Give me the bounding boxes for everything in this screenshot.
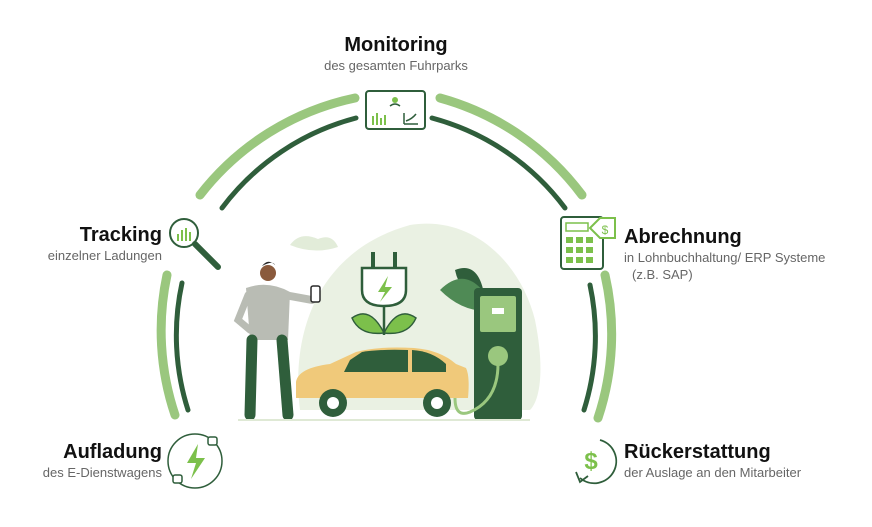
node-monitoring: Monitoring des gesamten Fuhrparks [296,33,496,74]
person-charging-electric-car [233,223,541,421]
svg-text:$: $ [602,223,609,237]
abrechnung-title: Abrechnung [624,226,742,248]
aufladung-title: Aufladung [63,441,162,463]
abrechnung-subtitle-line2: (z.B. SAP) [632,267,693,282]
tracking-subtitle: einzelner Ladungen [47,248,162,263]
node-tracking: Tracking einzelner Ladungen [10,223,162,264]
magnifier-chart-icon [169,218,221,270]
dollar-cycle-icon: $ [575,439,618,485]
abrechnung-subtitle-line1: in Lohnbuchhaltung/ ERP Systeme [624,250,826,265]
inner-arc [173,115,598,413]
charging-station [453,288,522,420]
electric-car [296,347,469,417]
node-abrechnung: Abrechnung in Lohnbuchhaltung/ ERP Syste… [624,225,869,283]
svg-text:$: $ [584,448,598,475]
aufladung-subtitle: des E-Dienstwagens [42,465,162,480]
outer-arc [156,93,617,423]
plug-leaf-icon [351,252,417,335]
person [233,261,321,421]
lightning-plug-icon [167,433,223,489]
monitoring-subtitle: des gesamten Fuhrparks [324,58,468,73]
node-rueckerstattung: Rückerstattung der Auslage an den Mitarb… [624,440,864,481]
rueckerstattung-title: Rückerstattung [624,441,771,463]
rueckerstattung-subtitle: der Auslage an den Mitarbeiter [624,465,802,480]
calculator-tag-icon: $ [560,216,616,270]
node-aufladung: Aufladung des E-Dienstwagens [10,440,162,481]
monitoring-title: Monitoring [344,34,448,56]
monitor-chart-icon [365,90,426,130]
tracking-title: Tracking [79,224,162,246]
